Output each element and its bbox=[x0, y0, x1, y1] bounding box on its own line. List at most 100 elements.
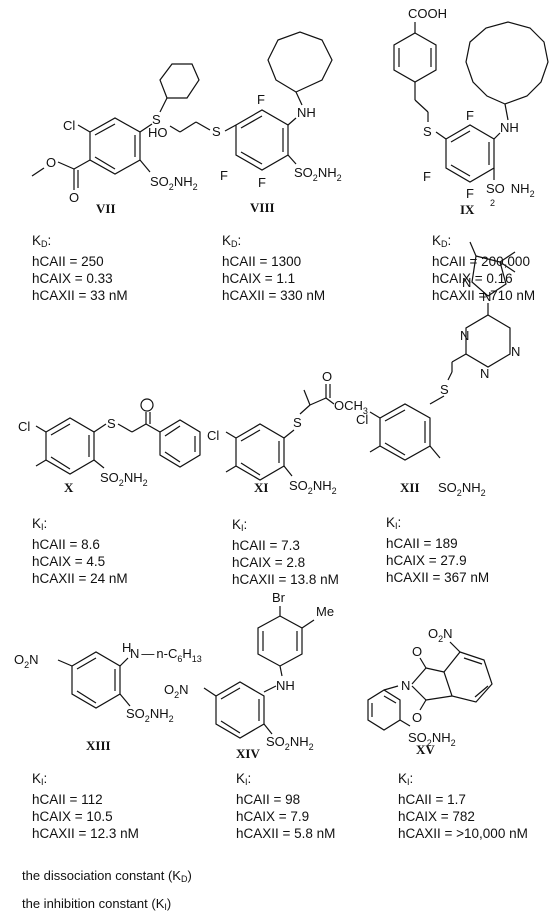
value-hcaix: hCAIX = 4.5 bbox=[32, 554, 106, 569]
value-hcaxii: hCAXII = >10,000 nM bbox=[398, 826, 528, 841]
atom-n: N bbox=[462, 275, 471, 290]
data-block-xiii: KI: hCAII = 112 hCAIX = 10.5 hCAXII = 12… bbox=[32, 770, 139, 842]
constant-label: KD: bbox=[432, 233, 452, 249]
group-so2nh2: SO2NH2 bbox=[150, 174, 198, 192]
compound-id-viii: VIII bbox=[250, 200, 275, 215]
value-hcaii: hCAII = 7.3 bbox=[232, 538, 300, 553]
group-so2nh2: SO2NH2 bbox=[100, 470, 148, 488]
group-so2nh2: SO2NH2 bbox=[266, 734, 314, 752]
atom-br: Br bbox=[272, 590, 286, 605]
value-hcaii: hCAII = 200,000 bbox=[432, 254, 530, 269]
atom-s: S bbox=[107, 416, 116, 431]
atom-s: S bbox=[423, 124, 432, 139]
constant-label: KI: bbox=[232, 517, 248, 533]
atom-s: S bbox=[152, 112, 161, 127]
value-hcaxii: hCAXII = 330 nM bbox=[222, 288, 326, 303]
constant-label: KI: bbox=[236, 771, 252, 787]
atom-nh: NH bbox=[276, 678, 295, 693]
value-hcaxii: hCAXII = 13.8 nM bbox=[232, 572, 339, 587]
value-hcaix: hCAIX = 1.1 bbox=[222, 271, 296, 286]
data-block-x: KI: hCAII = 8.6 hCAIX = 4.5 hCAXII = 24 … bbox=[32, 515, 128, 587]
structure-vii: Cl S SO2NH2 O O VII bbox=[31, 63, 200, 216]
value-hcaix: hCAIX = 10.5 bbox=[32, 809, 113, 824]
atom-n: N bbox=[460, 328, 469, 343]
value-hcaii: hCAII = 112 bbox=[32, 792, 103, 807]
atom-f: F bbox=[423, 169, 431, 184]
constant-label: KI: bbox=[386, 515, 402, 531]
compound-id-xiii: XIII bbox=[86, 738, 111, 753]
structure-xi: Cl S O OCH3 SO2NH2 XI bbox=[207, 369, 368, 496]
atom-n: N bbox=[482, 289, 491, 304]
value-hcaxii: hCAXII = 710 nM bbox=[432, 288, 536, 303]
value-hcaix: hCAIX = 7.9 bbox=[236, 809, 310, 824]
atom-n: N bbox=[401, 678, 410, 693]
value-hcaii: hCAII = 8.6 bbox=[32, 537, 100, 552]
atom-o: O bbox=[412, 710, 422, 725]
data-block-vii: KD: hCAII = 250 hCAIX = 0.33 hCAXII = 33… bbox=[32, 232, 128, 304]
constant-label: KD: bbox=[222, 233, 242, 249]
structure-xiii: O2N H N—n-C6H13 SO2NH2 XIII bbox=[14, 640, 202, 753]
constant-label: KI: bbox=[32, 516, 48, 532]
atom-cl: Cl bbox=[18, 419, 30, 434]
constant-label: KI: bbox=[398, 771, 414, 787]
data-block-viii: KD: hCAII = 1300 hCAIX = 1.1 hCAXII = 33… bbox=[222, 232, 325, 304]
constant-label: KI: bbox=[32, 771, 48, 787]
data-block-ix: KD: hCAII = 200,000 hCAIX = 0.16 hCAXII … bbox=[432, 232, 535, 304]
structure-xiv: Br Me NH O2N SO2NH2 XIV bbox=[164, 590, 334, 761]
group-o2n: O2N bbox=[428, 626, 453, 644]
value-hcaxii: hCAXII = 33 nM bbox=[32, 288, 128, 303]
atom-nh: NH bbox=[500, 120, 519, 135]
value-hcaxii: hCAXII = 12.3 nM bbox=[32, 826, 139, 841]
group-so2nh2: SO2NH2 bbox=[126, 706, 174, 724]
group-so2nh2: SO2NH2 bbox=[289, 478, 337, 496]
compound-id-xii: XII bbox=[400, 480, 420, 495]
structure-xv: O2N O O N SO2NH2 XV bbox=[367, 626, 493, 757]
atom-f: F bbox=[257, 92, 265, 107]
atom-o-ester: O bbox=[46, 155, 56, 170]
atom-ho: HO bbox=[148, 125, 168, 140]
atom-s: S bbox=[212, 124, 221, 139]
atom-h: H bbox=[122, 640, 131, 655]
data-block-xiv: KI: hCAII = 98 hCAIX = 7.9 hCAXII = 5.8 … bbox=[236, 770, 335, 842]
value-hcaii: hCAII = 250 bbox=[32, 254, 104, 269]
value-hcaxii: hCAXII = 5.8 nM bbox=[236, 826, 336, 841]
group-o2n: O2N bbox=[164, 682, 189, 700]
group-so2nh2: SO2NH2 bbox=[408, 730, 456, 748]
subscript-2: 2 bbox=[490, 198, 495, 208]
atom-n: N bbox=[511, 344, 520, 359]
value-hcaii: hCAII = 189 bbox=[386, 536, 458, 551]
atom-s: S bbox=[293, 415, 302, 430]
group-och3: OCH3 bbox=[334, 398, 368, 416]
atom-s: S bbox=[440, 382, 449, 397]
value-hcaxii: hCAXII = 367 nM bbox=[386, 570, 490, 585]
value-hcaix: hCAIX = 782 bbox=[398, 809, 475, 824]
atom-cl: Cl bbox=[207, 428, 219, 443]
group-so2nh2: SO2NH2 bbox=[294, 165, 342, 183]
atom-f: F bbox=[466, 186, 474, 201]
compound-id-xi: XI bbox=[254, 480, 268, 495]
value-hcaix: hCAIX = 2.8 bbox=[232, 555, 306, 570]
atom-o: O bbox=[322, 369, 332, 384]
value-hcaxii: hCAXII = 24 nM bbox=[32, 571, 128, 586]
value-hcaix: hCAIX = 0.16 bbox=[432, 271, 513, 286]
group-o2n: O2N bbox=[14, 652, 39, 670]
compound-id-xiv: XIV bbox=[236, 746, 260, 761]
atom-f: F bbox=[220, 168, 228, 183]
atom-f: F bbox=[466, 108, 474, 123]
value-hcaix: hCAIX = 27.9 bbox=[386, 553, 467, 568]
legend-kd: the dissociation constant (KD) bbox=[22, 868, 192, 884]
structure-xii: N N N N N S Cl SO2NH2 XII bbox=[356, 241, 520, 498]
atom-cooh: COOH bbox=[408, 6, 447, 21]
data-block-xv: KI: hCAII = 1.7 hCAIX = 782 hCAXII = >10… bbox=[398, 770, 528, 842]
structure-viii: F F F NH S HO SO2NH2 VIII bbox=[148, 31, 342, 215]
atom-n: N bbox=[480, 366, 489, 381]
atom-me: Me bbox=[316, 604, 334, 619]
data-block-xi: KI: hCAII = 7.3 hCAIX = 2.8 hCAXII = 13.… bbox=[232, 516, 339, 588]
legend-ki: the inhibition constant (KI) bbox=[22, 896, 172, 912]
constant-label: KD: bbox=[32, 233, 52, 249]
atom-o-carbonyl: O bbox=[69, 190, 79, 205]
group-so2nh2: SO2NH2 bbox=[438, 480, 486, 498]
